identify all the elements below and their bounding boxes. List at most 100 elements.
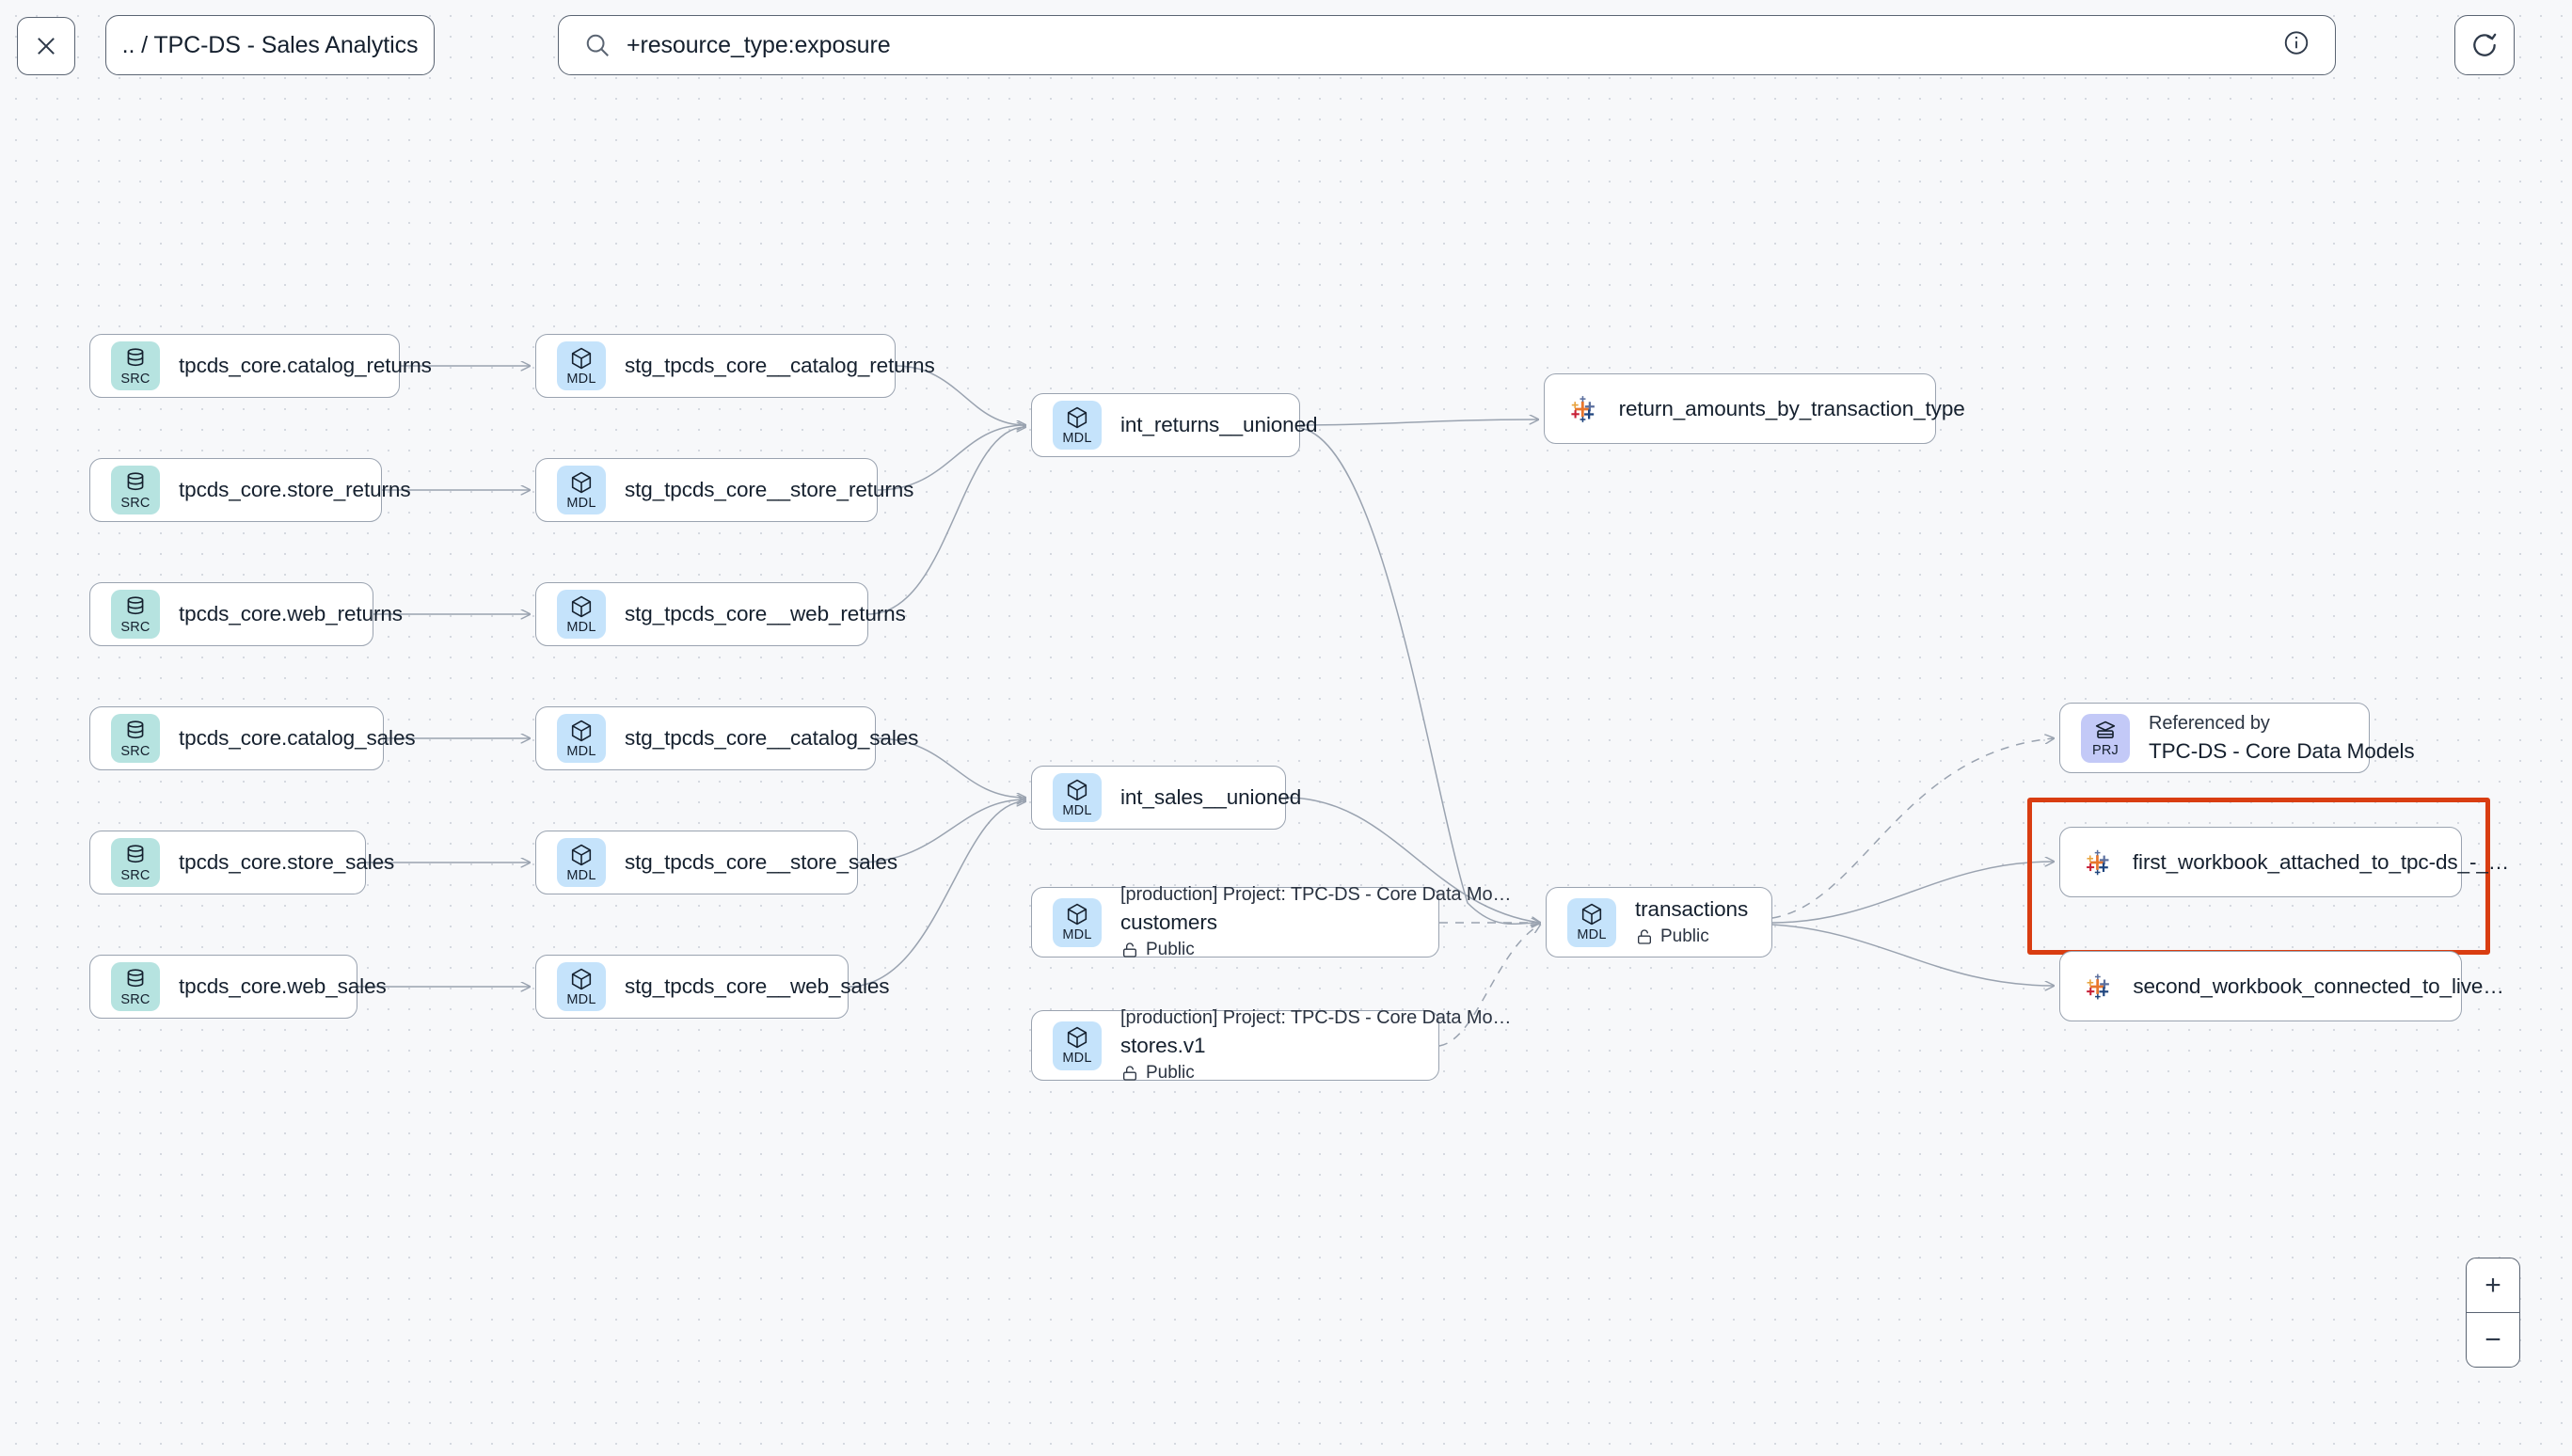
badge-mdl: MDL [557, 466, 606, 514]
node-title: stg_tpcds_core__store_returns [625, 478, 914, 501]
badge-mdl: MDL [1567, 897, 1616, 947]
zoom-in-button[interactable]: + [2467, 1258, 2519, 1312]
node-exp_return_amounts[interactable]: return_amounts_by_transaction_type [1544, 373, 1965, 444]
node-text: first_workbook_attached_to_tpc-ds_-_… [2132, 849, 2510, 875]
cube-icon [1067, 904, 1088, 926]
cube-icon [571, 968, 592, 989]
badge-label: MDL [566, 619, 596, 635]
cube-icon [1067, 779, 1088, 800]
node-title: first_workbook_attached_to_tpc-ds_-_… [2132, 849, 2510, 874]
node-text: stg_tpcds_core__web_returns [625, 602, 906, 626]
refresh-icon [2473, 33, 2497, 56]
node-exp_second_workbook[interactable]: second_workbook_connected_to_live… [2059, 951, 2504, 1021]
database-icon [127, 348, 144, 366]
badge-label: SRC [120, 619, 151, 635]
node-title: tpcds_core.web_sales [179, 974, 387, 998]
badge-label: MDL [1577, 927, 1607, 943]
badge-label: SRC [120, 371, 151, 387]
node-title: stg_tpcds_core__catalog_sales [625, 726, 919, 750]
tableau-icon [1571, 395, 1595, 422]
close-icon [38, 38, 55, 55]
badge-label: MDL [1062, 430, 1092, 446]
database-icon [127, 596, 144, 614]
node-text: tpcds_core.store_returns [179, 478, 411, 502]
node-text: stg_tpcds_core__store_returns [625, 478, 914, 502]
node-text: stg_tpcds_core__web_sales [625, 974, 890, 999]
badge-label: MDL [1062, 927, 1092, 943]
zoom-controls: + − [2466, 1258, 2520, 1368]
refresh-button[interactable] [2454, 15, 2515, 75]
node-stg_store_returns[interactable]: MDL stg_tpcds_core__store_returns [535, 458, 914, 522]
node-src_web_sales[interactable]: SRC tpcds_core.web_sales [89, 955, 387, 1019]
node-access: Public [1120, 1063, 1438, 1084]
node-project: [production] Project: TPC-DS - Core Data… [1120, 884, 1512, 905]
node-title: second_workbook_connected_to_live… [2133, 973, 2504, 998]
node-src_catalog_sales[interactable]: SRC tpcds_core.catalog_sales [89, 706, 416, 770]
cube-icon [1581, 904, 1602, 926]
info-icon[interactable] [2282, 29, 2310, 62]
badge-label: MDL [566, 371, 596, 387]
badge-mdl: MDL [557, 838, 606, 887]
node-title: customers [1120, 910, 1217, 934]
node-int_sales_unioned[interactable]: MDL int_sales__unioned [1031, 766, 1302, 830]
node-sl_customers[interactable]: MDL [production] Project: TPC-DS - Core D… [1031, 884, 1512, 960]
node-exp_first_workbook[interactable]: first_workbook_attached_to_tpc-ds_-_… [2059, 827, 2510, 897]
node-title: tpcds_core.store_returns [179, 478, 411, 501]
cube-icon [571, 347, 592, 369]
node-src_store_sales[interactable]: SRC tpcds_core.store_sales [89, 831, 395, 894]
badge-label: MDL [566, 867, 596, 883]
node-stg_catalog_returns[interactable]: MDL stg_tpcds_core__catalog_returns [535, 334, 935, 398]
top-toolbar: .. / TPC-DS - Sales Analytics +resource_… [0, 0, 2572, 109]
node-transactions[interactable]: MDL transactions Public [1546, 887, 1772, 957]
breadcrumb[interactable]: .. / TPC-DS - Sales Analytics [105, 15, 435, 75]
close-button[interactable] [17, 17, 75, 75]
node-title: stg_tpcds_core__catalog_returns [625, 354, 935, 377]
badge-mdl: MDL [557, 341, 606, 390]
node-sl_stores[interactable]: MDL[production] Project: TPC-DS - Core D… [1031, 1007, 1511, 1084]
node-access-label: Public [1660, 926, 1709, 946]
node-access: Public [1635, 926, 1748, 947]
cube-icon [571, 720, 592, 741]
node-stg_web_sales[interactable]: MDL stg_tpcds_core__web_sales [535, 955, 890, 1019]
badge-mdl: MDL [557, 714, 606, 763]
node-text: transactions Public [1635, 897, 1748, 947]
breadcrumb-label: .. / TPC-DS - Sales Analytics [121, 31, 419, 58]
node-stg_web_returns[interactable]: MDL stg_tpcds_core__web_returns [535, 582, 906, 646]
unlock-icon [1123, 1066, 1136, 1081]
node-title: stores.v1 [1120, 1034, 1206, 1057]
node-src_store_returns[interactable]: SRC tpcds_core.store_returns [89, 458, 411, 522]
tableau-icon [2087, 849, 2109, 875]
badge-label: SRC [120, 743, 151, 759]
badge-label: MDL [566, 743, 596, 759]
search-icon [586, 34, 609, 56]
badge-mdl: MDL [557, 962, 606, 1011]
badge-mdl: MDL [1053, 773, 1102, 822]
node-stg_catalog_sales[interactable]: MDL stg_tpcds_core__catalog_sales [535, 706, 919, 770]
database-icon [127, 845, 144, 863]
node-access: Public [1120, 940, 1438, 960]
zoom-out-button[interactable]: − [2467, 1312, 2519, 1367]
node-text: return_amounts_by_transaction_type [1619, 397, 1965, 421]
badge-label: SRC [120, 867, 151, 883]
node-title: tpcds_core.store_sales [179, 850, 395, 874]
node-text: tpcds_core.catalog_sales [179, 726, 416, 751]
search-input[interactable]: +resource_type:exposure [627, 31, 891, 58]
search-bar[interactable]: +resource_type:exposure [558, 15, 2336, 75]
node-title: transactions [1635, 897, 1749, 921]
cube-icon [571, 595, 592, 617]
node-title: int_sales__unioned [1120, 785, 1302, 809]
badge-src: SRC [111, 962, 160, 1011]
badge-prj: PRJ [2081, 713, 2130, 763]
unlock-icon [1123, 942, 1136, 957]
badge-label: SRC [120, 495, 151, 511]
node-subtitle: Referenced by [2149, 712, 2270, 734]
badge-mdl: MDL [1053, 1021, 1102, 1070]
cube-icon [571, 471, 592, 493]
badge-src: SRC [111, 714, 160, 763]
